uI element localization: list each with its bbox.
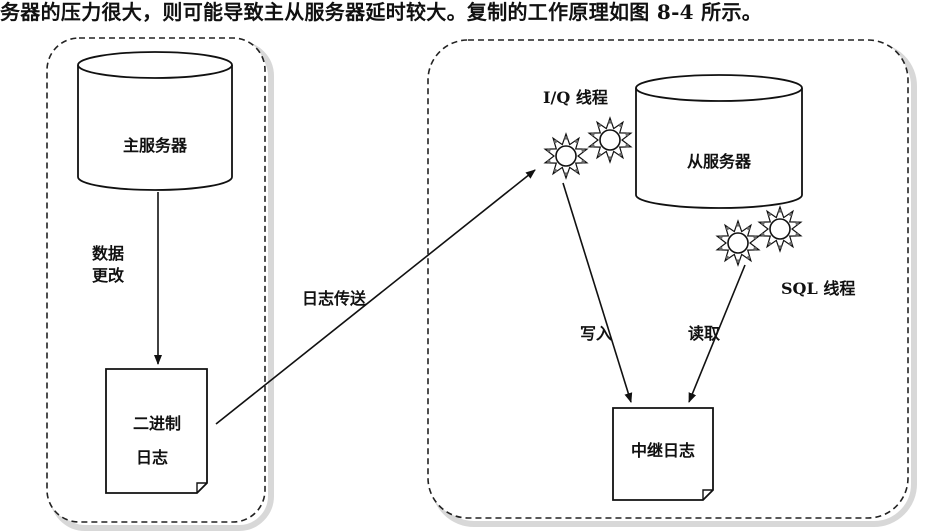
- gear-tooth-shade: [736, 223, 740, 227]
- gear-tooth-shade: [597, 153, 602, 157]
- gear-tooth-shade: [625, 144, 629, 148]
- gear-hub: [727, 232, 749, 254]
- gear-tooth-shade: [608, 120, 612, 124]
- relay-log-label: 中继日志: [630, 441, 696, 460]
- gear-tooth-shade: [719, 247, 723, 251]
- gear-hub: [769, 218, 791, 240]
- gear-tooth-shade: [736, 259, 740, 263]
- gear-tooth-shade: [719, 235, 723, 239]
- gear-tooth-shade: [753, 235, 757, 239]
- gear-tooth-shade: [725, 226, 730, 230]
- gear-tooth-shade: [619, 153, 623, 157]
- log-shipping-arrow: [215, 169, 536, 425]
- gear-tooth-shade: [761, 233, 765, 237]
- caption-text: 务器的压力很大，则可能导致主从服务器延时较大。复制的工作原理如图 8-4 所示。: [0, 0, 763, 24]
- gear-tooth-shade: [581, 148, 585, 152]
- gear-tooth-shade: [767, 212, 772, 216]
- gear-tooth-shade: [597, 123, 602, 127]
- slave-server-label: 从服务器: [686, 152, 752, 171]
- gear-tooth-shade: [747, 256, 751, 260]
- gear-tooth-shade: [547, 148, 551, 152]
- gear-tooth-shade: [553, 139, 558, 143]
- data-change-label-line2: 更改: [92, 266, 125, 285]
- io-thread-gear-icon: [543, 132, 589, 180]
- read-arrow: [688, 264, 746, 403]
- gear-tooth-shade: [725, 256, 730, 260]
- write-label: 写入: [580, 324, 613, 343]
- gear-tooth-shade: [747, 226, 751, 230]
- gear-tooth-shade: [575, 169, 579, 173]
- gear-tooth-shade: [767, 242, 772, 246]
- binlog-label-line2: 日志: [135, 448, 169, 467]
- binlog-document: [105, 368, 208, 494]
- gear-tooth-shade: [564, 136, 568, 140]
- sql-thread-gear-icon: [715, 219, 761, 267]
- gear-tooth-shade: [625, 132, 629, 136]
- gear-hub: [555, 145, 577, 167]
- gear-tooth-shade: [795, 233, 799, 237]
- gear-tooth-shade: [753, 247, 757, 251]
- io-thread-gear-icon: [587, 116, 633, 164]
- read-label: 读取: [688, 324, 721, 343]
- gear-tooth-shade: [553, 169, 558, 173]
- gear-tooth-shade: [778, 209, 782, 213]
- io-thread-label: I/Q 线程: [543, 88, 608, 107]
- gear-tooth-shade: [789, 242, 793, 246]
- gear-tooth-shade: [795, 221, 799, 225]
- gear-tooth-shade: [591, 144, 595, 148]
- relay-log-document: [612, 407, 714, 501]
- master-server-label: 主服务器: [122, 136, 188, 155]
- master-server-cylinder: [77, 51, 233, 191]
- gear-tooth-shade: [575, 139, 579, 143]
- gear-tooth-shade: [608, 156, 612, 160]
- gear-tooth-shade: [619, 123, 623, 127]
- gear-tooth-shade: [778, 245, 782, 249]
- sql-thread-label: SQL 线程: [781, 279, 856, 298]
- gear-tooth-shade: [547, 160, 551, 164]
- binlog-label-line1: 二进制: [132, 414, 182, 433]
- log-shipping-label: 日志传送: [302, 289, 367, 308]
- write-arrow: [562, 182, 633, 403]
- sql-thread-gear-icon: [757, 205, 803, 253]
- gear-tooth-shade: [591, 132, 595, 136]
- gear-hub: [599, 129, 621, 151]
- gear-tooth-shade: [789, 212, 793, 216]
- data-change-label-line1: 数据: [92, 244, 125, 263]
- gear-tooth-shade: [581, 160, 585, 164]
- gear-tooth-shade: [564, 172, 568, 176]
- gear-tooth-shade: [761, 221, 765, 225]
- slave-server-cylinder: [635, 74, 803, 209]
